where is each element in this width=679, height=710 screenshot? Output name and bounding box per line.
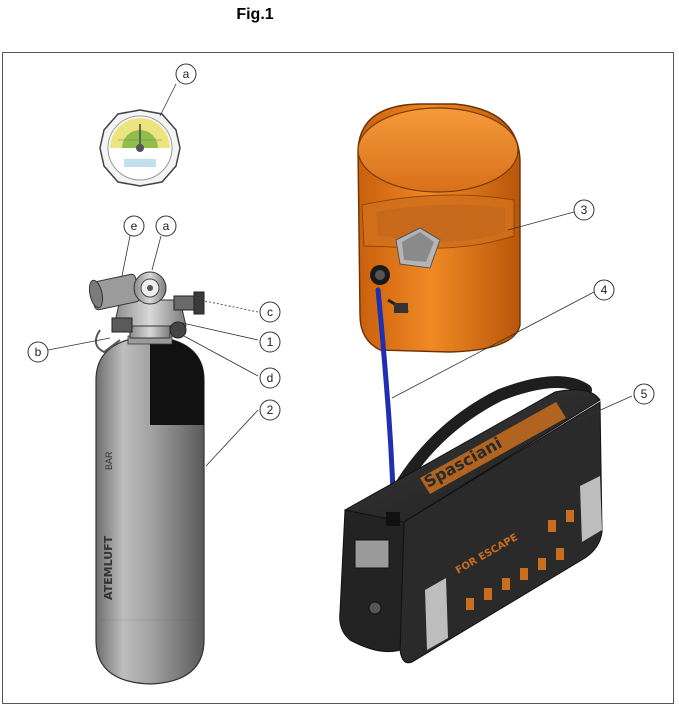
pressure-gauge <box>99 109 181 187</box>
cylinder-bar-label: BAR <box>104 451 114 470</box>
escape-hood <box>357 103 521 353</box>
callout-gauge-a: a <box>175 63 197 85</box>
svg-text:d: d <box>267 371 274 385</box>
svg-text:4: 4 <box>601 283 608 297</box>
callout-valve-b: b <box>27 341 49 363</box>
svg-text:e: e <box>131 219 138 233</box>
svg-text:c: c <box>267 305 273 319</box>
cylinder-valve <box>88 271 205 354</box>
svg-text:b: b <box>35 345 42 359</box>
svg-text:5: 5 <box>641 387 648 401</box>
callout-valve-a: a <box>155 215 177 237</box>
air-cylinder: ATEMLUFT BAR <box>95 334 205 685</box>
svg-text:a: a <box>183 67 190 81</box>
instruction-pictograms <box>466 510 574 610</box>
callout-cylinder-2: 2 <box>259 399 281 421</box>
callout-bag-5: 5 <box>633 383 655 405</box>
callout-valve-c: c <box>259 301 281 323</box>
cylinder-label: ATEMLUFT <box>102 535 115 600</box>
svg-text:3: 3 <box>581 203 588 217</box>
callout-valve-d: d <box>259 367 281 389</box>
callout-valve-1: 1 <box>259 331 281 353</box>
figure-title: Fig.1 <box>236 6 274 23</box>
callout-hose-4: 4 <box>593 279 615 301</box>
callout-valve-e: e <box>123 215 145 237</box>
svg-text:2: 2 <box>267 403 274 417</box>
leader-lines <box>47 83 633 467</box>
svg-text:1: 1 <box>267 335 274 349</box>
figure-frame <box>2 52 674 704</box>
breathing-hose <box>375 287 397 523</box>
svg-text:a: a <box>163 219 170 233</box>
callout-hood-3: 3 <box>573 199 595 221</box>
carrying-bag: Spasciani FOR ESCAPE <box>339 376 603 664</box>
